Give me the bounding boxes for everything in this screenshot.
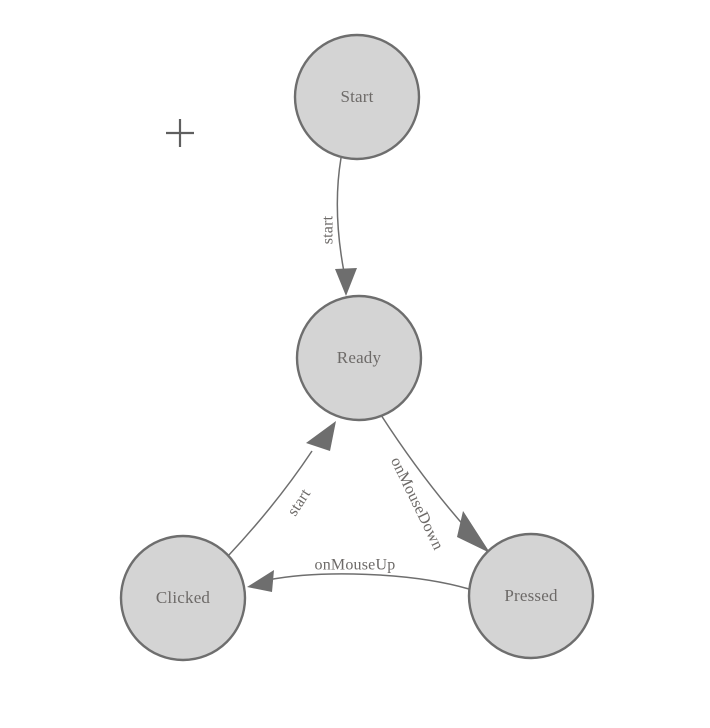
arrowhead-pressed-to-clicked xyxy=(247,570,274,592)
edge-pressed-to-clicked[interactable]: onMouseUp xyxy=(247,557,470,592)
edge-path-start-to-ready xyxy=(336,157,345,273)
edge-path-pressed-to-clicked xyxy=(267,573,470,590)
arrowhead-clicked-to-ready xyxy=(306,421,336,451)
plus-crosshair-icon[interactable] xyxy=(166,119,194,147)
node-start[interactable]: Start xyxy=(293,33,421,161)
edge-path-clicked-to-ready xyxy=(227,450,313,557)
node-label-pressed: Pressed xyxy=(504,586,558,605)
node-label-ready: Ready xyxy=(337,348,382,367)
node-label-clicked: Clicked xyxy=(156,588,211,607)
node-circle-clicked xyxy=(119,534,247,662)
edge-ready-to-pressed[interactable]: onMouseDown xyxy=(380,414,490,553)
node-pressed[interactable]: Pressed xyxy=(467,532,595,660)
node-circle-ready xyxy=(295,294,423,422)
node-label-start: Start xyxy=(340,87,373,106)
node-circle-start xyxy=(293,33,421,161)
edge-clicked-to-ready[interactable]: start xyxy=(227,421,336,557)
edge-label-clicked-to-ready: start xyxy=(284,486,314,519)
edge-start-to-ready[interactable]: start xyxy=(320,157,357,296)
node-clicked[interactable]: Clicked xyxy=(119,534,247,662)
node-circle-pressed xyxy=(467,532,595,660)
arrowhead-ready-to-pressed-body xyxy=(457,511,490,553)
edge-label-start-to-ready: start xyxy=(320,215,337,244)
edge-label-pressed-to-clicked: onMouseUp xyxy=(315,557,396,574)
edge-label-ready-to-pressed: onMouseDown xyxy=(387,455,447,553)
node-ready[interactable]: Ready xyxy=(295,294,423,422)
arrowhead-start-to-ready xyxy=(335,268,357,296)
